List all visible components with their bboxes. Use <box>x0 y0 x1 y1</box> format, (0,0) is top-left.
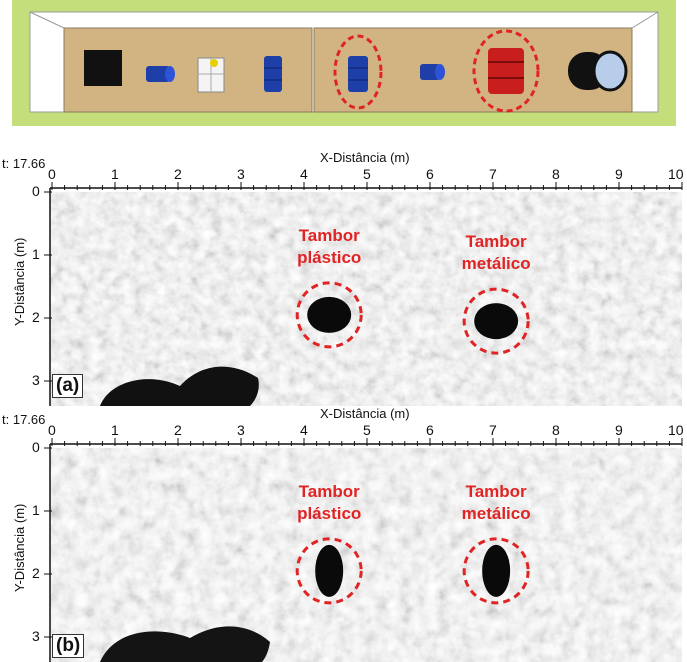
x-axis-label: X-Distância (m) <box>320 150 410 165</box>
y-tick-label: 2 <box>32 309 40 325</box>
x-tick-label: 0 <box>48 422 56 438</box>
x-tick-label: 3 <box>237 422 245 438</box>
x-tick-label: 9 <box>615 422 623 438</box>
panel-letter: (b) <box>52 634 85 658</box>
schematic-view <box>12 0 676 126</box>
target-label-line2: plástico <box>297 247 362 267</box>
x-tick-label: 5 <box>363 422 371 438</box>
time-label: t: 17.66 <box>2 412 46 427</box>
x-tick-label: 10 <box>668 422 684 438</box>
target-anomaly <box>482 544 511 597</box>
target-label-line2: metálico <box>461 254 531 274</box>
radargram-background <box>50 448 682 662</box>
y-tick-label: 3 <box>32 372 40 388</box>
gpr-panel-b: t: 17.66 X-Distância (m) Y-Distância (m)… <box>0 406 687 662</box>
target-label-line1: Tambor <box>465 481 527 501</box>
x-tick-label: 4 <box>300 422 308 438</box>
red-drum-highlighted-object <box>472 29 540 113</box>
gpr-panel-a: t: 17.66 X-Distância (m) Y-Distância (m)… <box>0 150 687 408</box>
x-tick-label: 3 <box>237 166 245 182</box>
x-tick-label: 7 <box>489 422 497 438</box>
blue-small-drum-object <box>146 66 175 82</box>
x-tick-label: 7 <box>489 166 497 182</box>
blue-small-drum-2-object <box>420 64 445 80</box>
target-label-line2: metálico <box>461 503 531 523</box>
blue-drum-object <box>264 56 282 92</box>
y-tick-label: 0 <box>32 183 40 199</box>
x-tick-label: 6 <box>426 166 434 182</box>
y-tick-label: 1 <box>32 246 40 262</box>
blue-drum-highlighted-object <box>333 34 383 110</box>
x-tick-label: 1 <box>111 166 119 182</box>
target-label-line2: plástico <box>297 503 362 523</box>
target-anomaly <box>307 296 352 333</box>
black-box-object <box>84 50 122 86</box>
target-anomaly <box>315 544 344 597</box>
highlight-circle <box>333 34 383 110</box>
x-tick-label: 10 <box>668 166 684 182</box>
x-tick-label: 0 <box>48 166 56 182</box>
x-axis-label: X-Distância (m) <box>320 406 410 421</box>
gpr-image-b <box>44 438 683 662</box>
dark-anomaly-left <box>100 626 270 662</box>
y-axis-label: Y-Distância (m) <box>12 503 27 592</box>
black-cylinder-object <box>568 50 628 92</box>
time-label: t: 17.66 <box>2 156 46 171</box>
target-highlight-circle <box>295 281 363 349</box>
y-tick-label: 1 <box>32 502 40 518</box>
target-label-line1: Tambor <box>465 232 527 252</box>
x-tick-label: 1 <box>111 422 119 438</box>
x-tick-label: 2 <box>174 166 182 182</box>
gpr-image-a <box>44 182 683 406</box>
x-tick-label: 9 <box>615 166 623 182</box>
y-tick-label: 0 <box>32 439 40 455</box>
highlight-circle <box>472 29 540 113</box>
panel-letter: (a) <box>52 374 84 398</box>
target-label-line1: Tambor <box>298 225 360 245</box>
white-container-object <box>197 57 225 93</box>
target-label-line1: Tambor <box>298 481 360 501</box>
schematic-drawing <box>12 0 676 126</box>
target-highlight-circle <box>462 287 530 355</box>
y-tick-label: 2 <box>32 565 40 581</box>
target-anomaly <box>474 303 519 340</box>
dark-anomaly-left <box>100 366 259 406</box>
x-tick-label: 2 <box>174 422 182 438</box>
x-tick-label: 5 <box>363 166 371 182</box>
radargram-background <box>50 192 682 406</box>
x-tick-label: 6 <box>426 422 434 438</box>
y-tick-label: 3 <box>32 628 40 644</box>
x-tick-label: 4 <box>300 166 308 182</box>
x-tick-label: 8 <box>552 422 560 438</box>
x-tick-label: 8 <box>552 166 560 182</box>
y-axis-label: Y-Distância (m) <box>12 237 27 326</box>
